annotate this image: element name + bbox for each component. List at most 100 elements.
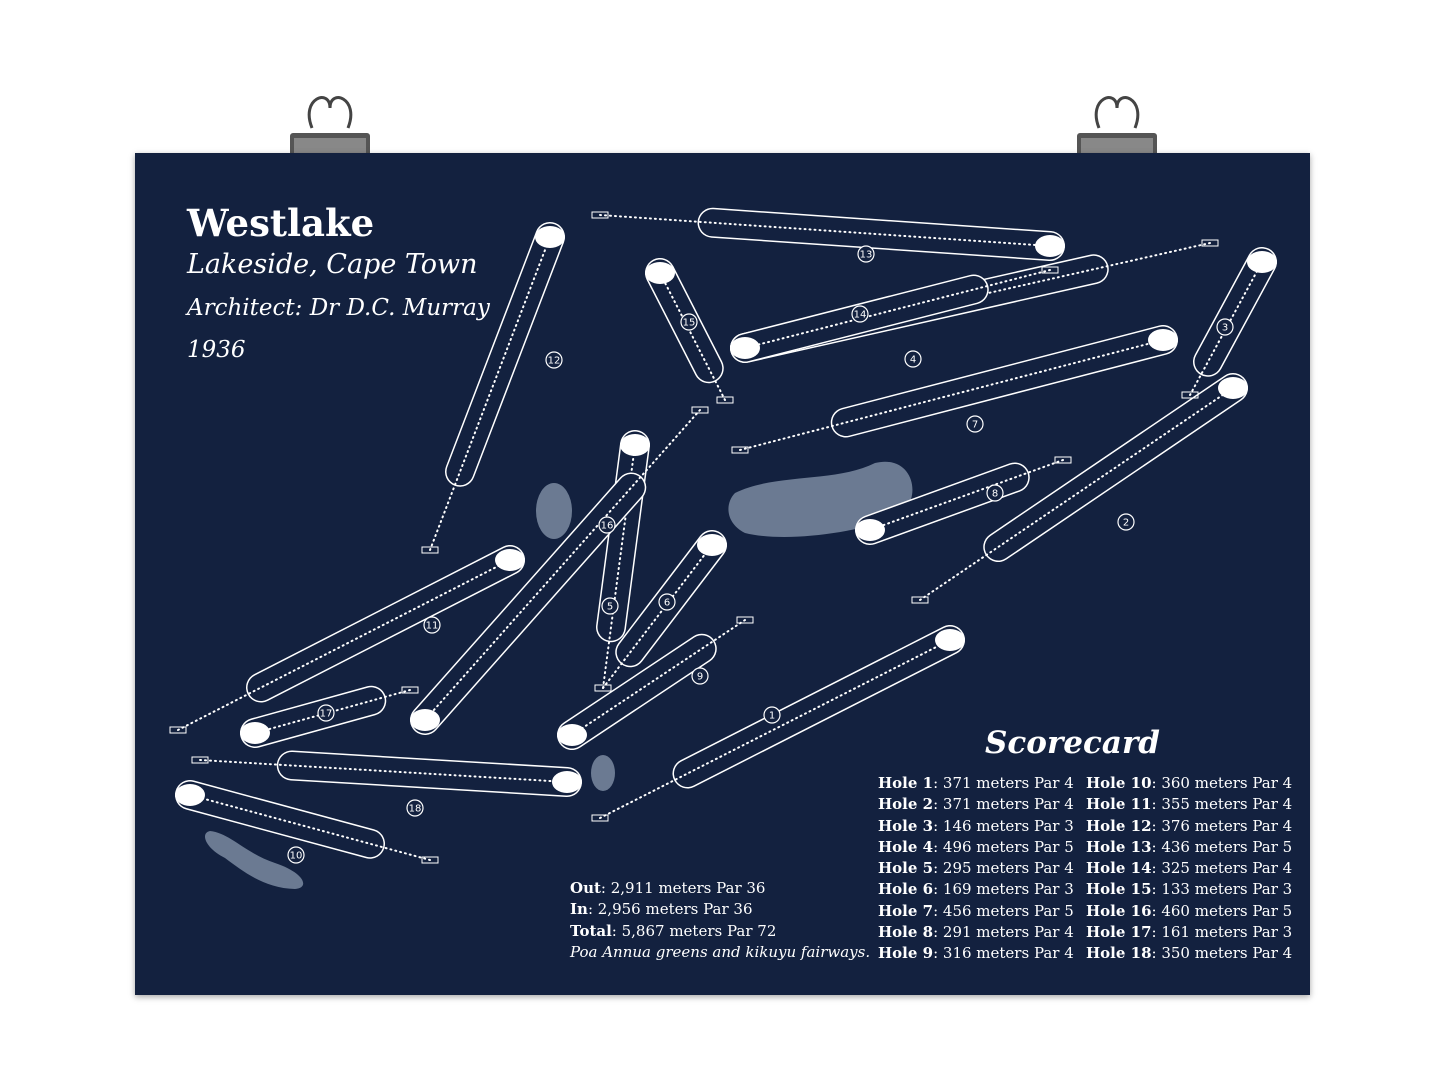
scorecard-title: Scorecard: [985, 725, 1160, 761]
tee-box: [731, 446, 749, 454]
hole-number: 6: [664, 598, 670, 609]
green: [1148, 329, 1178, 351]
hole-label: Hole 2: [878, 795, 934, 814]
hole-number-marker: [287, 846, 305, 864]
hole-number-marker: [857, 245, 875, 263]
green: [552, 771, 582, 793]
pond: [591, 755, 615, 791]
hole-number-marker: [904, 350, 922, 368]
hole-path: [177, 559, 511, 731]
hole-number: 13: [860, 250, 873, 261]
scorecard-row: Hole 9: 316 meters Par 4: [878, 943, 1074, 964]
hole-path: [659, 272, 726, 401]
scorecard-row: Hole 6: 169 meters Par 3: [878, 879, 1074, 900]
scorecard-row: Hole 3: 146 meters Par 3: [878, 816, 1074, 837]
in-total: In: 2,956 meters Par 36: [570, 899, 870, 920]
green: [1247, 251, 1277, 273]
hole-detail: : 460 meters Par 5: [1151, 901, 1293, 920]
hole-path: [739, 339, 1164, 451]
tee-box: [421, 856, 439, 864]
hole-detail: : 291 meters Par 4: [933, 923, 1074, 942]
hole-path: [429, 236, 551, 551]
hole-number: 14: [854, 310, 867, 321]
green: [175, 784, 205, 806]
hole-number-marker: [986, 484, 1004, 502]
hole-number-marker: [423, 616, 441, 634]
hole-detail: : 295 meters Par 4: [933, 859, 1074, 878]
scorecard-row: Hole 15: 133 meters Par 3: [1086, 879, 1292, 900]
hole-path: [424, 409, 701, 721]
course-year: 1936: [187, 337, 246, 363]
tee-box: [169, 726, 187, 734]
tee-box: [591, 814, 609, 822]
tee-box: [401, 686, 419, 694]
hole-detail: : 161 meters Par 3: [1151, 923, 1293, 942]
hole-number-marker: [763, 706, 781, 724]
green: [495, 549, 525, 571]
hole-label: Hole 7: [878, 901, 934, 920]
scorecard-row: Hole 13: 436 meters Par 5: [1086, 837, 1292, 858]
hole-detail: : 325 meters Par 4: [1151, 859, 1293, 878]
hole-label: Hole 8: [878, 923, 934, 942]
tee-box: [594, 684, 612, 692]
total-label: Total: [570, 921, 612, 940]
scorecard-row: Hole 17: 161 meters Par 3: [1086, 922, 1292, 943]
tee-box: [1201, 239, 1219, 247]
scorecard-row: Hole 2: 371 meters Par 4: [878, 794, 1074, 815]
hole-number-marker: [658, 593, 676, 611]
hole-path: [199, 759, 568, 783]
pond: [536, 483, 572, 539]
tee-box: [1054, 456, 1072, 464]
scorecard-row: Hole 11: 355 meters Par 4: [1086, 794, 1292, 815]
green: [557, 724, 587, 746]
total-value: : 5,867 meters Par 72: [611, 921, 777, 940]
scorecard-row: Hole 8: 291 meters Par 4: [878, 922, 1074, 943]
hole-path: [599, 214, 1051, 247]
hole-label: Hole 11: [1086, 795, 1152, 814]
hole-label: Hole 10: [1086, 774, 1152, 792]
hole-detail: : 355 meters Par 4: [1151, 795, 1293, 814]
hole-number: 16: [601, 521, 614, 532]
course-totals: Out: 2,911 meters Par 36 In: 2,956 meter…: [570, 878, 870, 963]
hole-number: 1: [769, 711, 775, 722]
hole-number-marker: [406, 799, 424, 817]
hole-path: [571, 619, 746, 736]
hole-number: 7: [972, 420, 978, 431]
tee-box: [1041, 266, 1059, 274]
tee-box: [736, 616, 754, 624]
scorecard-row: Hole 14: 325 meters Par 4: [1086, 858, 1292, 879]
green: [1218, 377, 1248, 399]
out-total: Out: 2,911 meters Par 36: [570, 878, 870, 899]
scorecard-row: Hole 7: 456 meters Par 5: [878, 901, 1074, 922]
green: [645, 262, 675, 284]
hole-number-marker: [680, 313, 698, 331]
tee-box: [421, 546, 439, 554]
tee-box: [591, 211, 609, 219]
hole-label: Hole 3: [878, 816, 934, 835]
hole-number-marker: [1216, 318, 1234, 336]
hole-detail: : 436 meters Par 5: [1151, 837, 1293, 856]
tee-box: [716, 396, 734, 404]
hole-label: Hole 6: [878, 880, 934, 899]
tee-box: [191, 756, 209, 764]
tee-box: [1181, 391, 1199, 399]
hole-label: Hole 1: [878, 774, 934, 792]
hole-path: [189, 794, 431, 861]
hole-label: Hole 4: [878, 837, 934, 856]
hole-label: Hole 17: [1086, 923, 1152, 942]
hole-number: 18: [409, 804, 422, 815]
hole-path: [919, 387, 1234, 601]
hole-number-marker: [691, 667, 709, 685]
hole-label: Hole 16: [1086, 901, 1152, 920]
grass-note: Poa Annua greens and kikuyu fairways.: [570, 942, 871, 961]
hole-number-marker: [1117, 513, 1135, 531]
hole-path: [744, 242, 1211, 349]
green: [240, 722, 270, 744]
scorecard-row: Hole 10: 360 meters Par 4: [1086, 773, 1292, 794]
hole-number: 5: [607, 602, 613, 613]
hole-detail: : 376 meters Par 4: [1151, 816, 1293, 835]
hole-number-marker: [851, 305, 869, 323]
